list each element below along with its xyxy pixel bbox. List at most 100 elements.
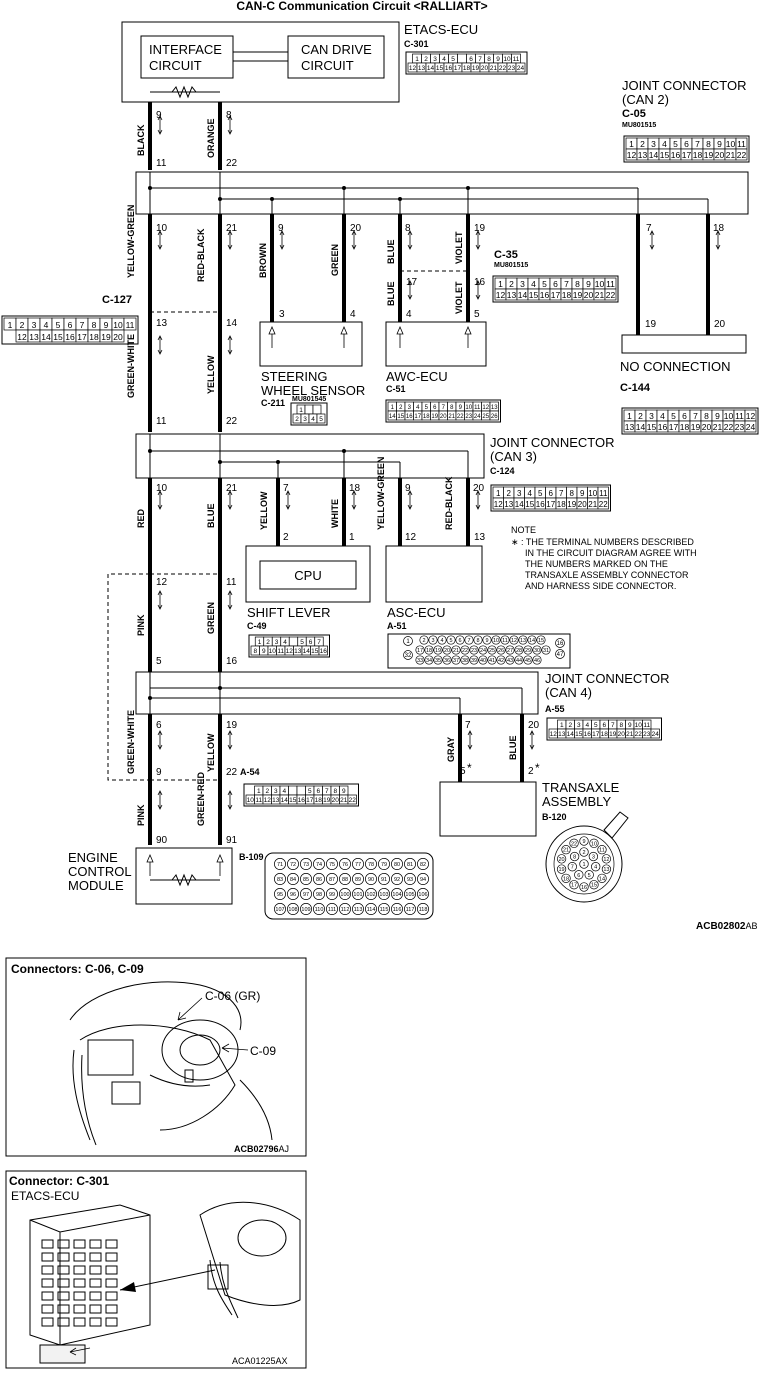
- connector-pin-label: 24: [746, 422, 756, 432]
- svg-text:12: 12: [156, 577, 168, 588]
- connector-pin-label: 17: [592, 731, 600, 738]
- connector-pin-cell: [442, 645, 452, 655]
- connector-pin-label: 20: [559, 857, 565, 863]
- svg-text:12: 12: [405, 532, 417, 543]
- connector-pin-label: 1: [496, 489, 501, 498]
- connector-pin-cell: [391, 888, 403, 900]
- connector-pin-cell: [561, 845, 571, 855]
- connector-pin-label: 7: [478, 56, 482, 63]
- connector-pin-cell: [404, 888, 416, 900]
- connector-pin-cell: [569, 838, 579, 848]
- connector-pin-label: 10: [588, 489, 597, 498]
- connector-pin-cell: [339, 903, 351, 915]
- pin-etacs-8: 8: [226, 110, 232, 121]
- connector-pin-cell: [378, 888, 390, 900]
- connector-pin-cell: [567, 862, 577, 872]
- connector-pin-label: 17: [77, 332, 87, 342]
- connector-pin-label: 13: [29, 332, 39, 342]
- transaxle-connector-id: B-120: [542, 812, 567, 822]
- shift-connector-id: C-49: [247, 621, 267, 631]
- steering-sensor-box: [259, 321, 363, 367]
- connector-pin-label: 9: [262, 648, 266, 655]
- connector-pin-label: 34: [426, 658, 432, 664]
- transaxle-box: [439, 781, 537, 837]
- connector-pin-label: 15: [397, 414, 404, 420]
- connector-pin-cell: [352, 903, 364, 915]
- connector-pin-label: 102: [366, 892, 375, 898]
- connector-pin-label: 6: [577, 873, 580, 879]
- connector-pin-label: 5: [538, 489, 543, 498]
- connector-pin-label: 2: [640, 139, 645, 149]
- connector-pin-label: 32: [405, 653, 412, 659]
- connector-pin-label: 3: [274, 788, 278, 795]
- svg-text:20: 20: [528, 720, 540, 731]
- connector-pin-label: 21: [726, 150, 736, 160]
- connector-pin-label: 11: [513, 56, 520, 63]
- connector-pin-label: 3: [520, 279, 525, 289]
- connector-pin-label: 11: [737, 139, 746, 149]
- connector-pin-label: 82: [420, 862, 426, 868]
- connector-pin-label: 114: [367, 907, 376, 913]
- connector-pin-cell: [518, 635, 528, 645]
- connector-pin-label: 9: [459, 405, 463, 411]
- connector-pin-label: 21: [595, 290, 605, 300]
- connector-pin-cell: [313, 873, 325, 885]
- connector-pin-label: 90: [368, 877, 374, 883]
- svg-text:20: 20: [473, 483, 485, 494]
- connector-pin-cell: [532, 655, 542, 665]
- connector-pin-label: 18: [463, 65, 471, 72]
- connector-pin-label: 10: [269, 648, 277, 655]
- awc-name: AWC-ECU: [386, 369, 448, 384]
- connector-pin-label: 13: [294, 648, 302, 655]
- note-line-1: ∗ : THE TERMINAL NUMBERS DESCRIBED: [511, 537, 694, 547]
- svg-text:13: 13: [474, 532, 486, 543]
- connector-pin-label: 20: [578, 500, 587, 509]
- connector-pin-label: 111: [328, 907, 336, 913]
- connector-pin-label: 46: [534, 658, 540, 664]
- connector-pin-label: 19: [323, 797, 331, 804]
- wire-label-violet-2: VIOLET: [454, 281, 464, 314]
- connector-pin-cell: [287, 858, 299, 870]
- connector-pin-cell: [365, 858, 377, 870]
- connector-pin-label: 2: [20, 320, 25, 330]
- svg-text:4: 4: [350, 309, 356, 320]
- connector-pin-label: 21: [453, 648, 459, 654]
- connector-pin-cell: [296, 785, 306, 796]
- connector-pin-cell: [417, 903, 429, 915]
- connector-pin-label: 84: [290, 877, 296, 883]
- connector-pin-label: 5: [671, 411, 676, 421]
- connector-pin-label: 7: [559, 489, 564, 498]
- connector-pin-label: 11: [255, 797, 262, 804]
- svg-text:90: 90: [156, 835, 168, 846]
- connector-pin-cell: [415, 645, 425, 655]
- connector-pin-cell: [505, 655, 515, 665]
- connector-pin-label: 16: [540, 290, 550, 300]
- transaxle-label-1: TRANSAXLE: [542, 780, 620, 795]
- connector-pin-label: 4: [311, 416, 315, 423]
- connector-pin-label: 10: [503, 56, 511, 63]
- connector-pin-cell: [597, 497, 609, 510]
- connector-pin-cell: [352, 873, 364, 885]
- connector-pin-cell: [339, 888, 351, 900]
- connector-pin-label: 11: [606, 279, 615, 289]
- connector-pin-label: 93: [407, 877, 413, 883]
- connector-pin-label: 16: [584, 731, 592, 738]
- connector-pin-label: 3: [517, 489, 522, 498]
- connector-pin-label: 10: [247, 797, 255, 804]
- connector-pin-label: 38: [462, 658, 468, 664]
- wire-label-pink-1: PINK: [136, 614, 146, 636]
- etacs-ecu-illustration: [29, 1201, 301, 1364]
- connector-pin-label: 6: [458, 638, 461, 644]
- connector-pin-label: 95: [277, 892, 283, 898]
- connector-pin-label: 33: [417, 658, 423, 664]
- connector-pin-label: 6: [602, 722, 606, 729]
- connector-pin-label: 1: [415, 56, 419, 63]
- connector-pin-cell: [312, 404, 322, 415]
- connector-pin-cell: [304, 404, 314, 415]
- wire-label-blue-2: BLUE: [386, 282, 396, 307]
- can-drive-circuit-label-1: CAN DRIVE: [301, 42, 372, 57]
